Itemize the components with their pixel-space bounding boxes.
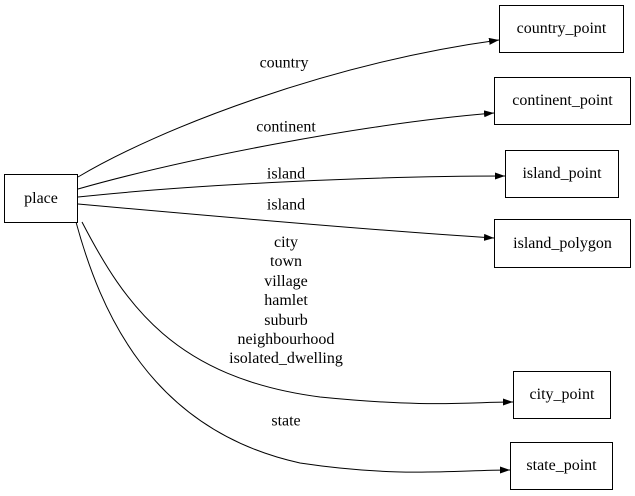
edge-place-island_point (77, 172, 506, 198)
node-place: place (4, 174, 78, 223)
edge-label-island-point: island (266, 165, 306, 183)
edge-label-continent: continent (256, 118, 316, 136)
node-state_point: state_point (510, 442, 613, 490)
edge-label-neighbourhood-line: neighbourhood (237, 331, 335, 349)
edge-label-suburb-line: suburb (264, 311, 308, 329)
edge-label-city-line: city (273, 234, 298, 252)
edge-place-island_polygon (77, 203, 495, 241)
edge-place-continent_point (77, 110, 495, 190)
edge-label-hamlet-line: hamlet (264, 292, 308, 310)
edge-label-town-line: town (269, 253, 302, 271)
node-island_point: island_point (505, 150, 619, 198)
node-continent_point: continent_point (494, 77, 631, 125)
edge-label-city-group: city town village hamlet suburb neighbou… (229, 233, 343, 369)
edge-label-island-polygon: island (266, 196, 306, 214)
node-city_point: city_point (513, 371, 611, 419)
edge-label-village-line: village (264, 272, 308, 290)
edge-label-country: country (259, 54, 309, 72)
edge-place-city_point (81, 221, 514, 406)
node-country_point: country_point (499, 5, 624, 53)
edge-place-state_point (75, 221, 511, 474)
edge-label-isolated-dwelling-line: isolated_dwelling (229, 350, 343, 368)
edge-label-state: state (271, 412, 301, 430)
edge-place-country_point (77, 37, 500, 178)
node-island_polygon: island_polygon (494, 219, 631, 268)
